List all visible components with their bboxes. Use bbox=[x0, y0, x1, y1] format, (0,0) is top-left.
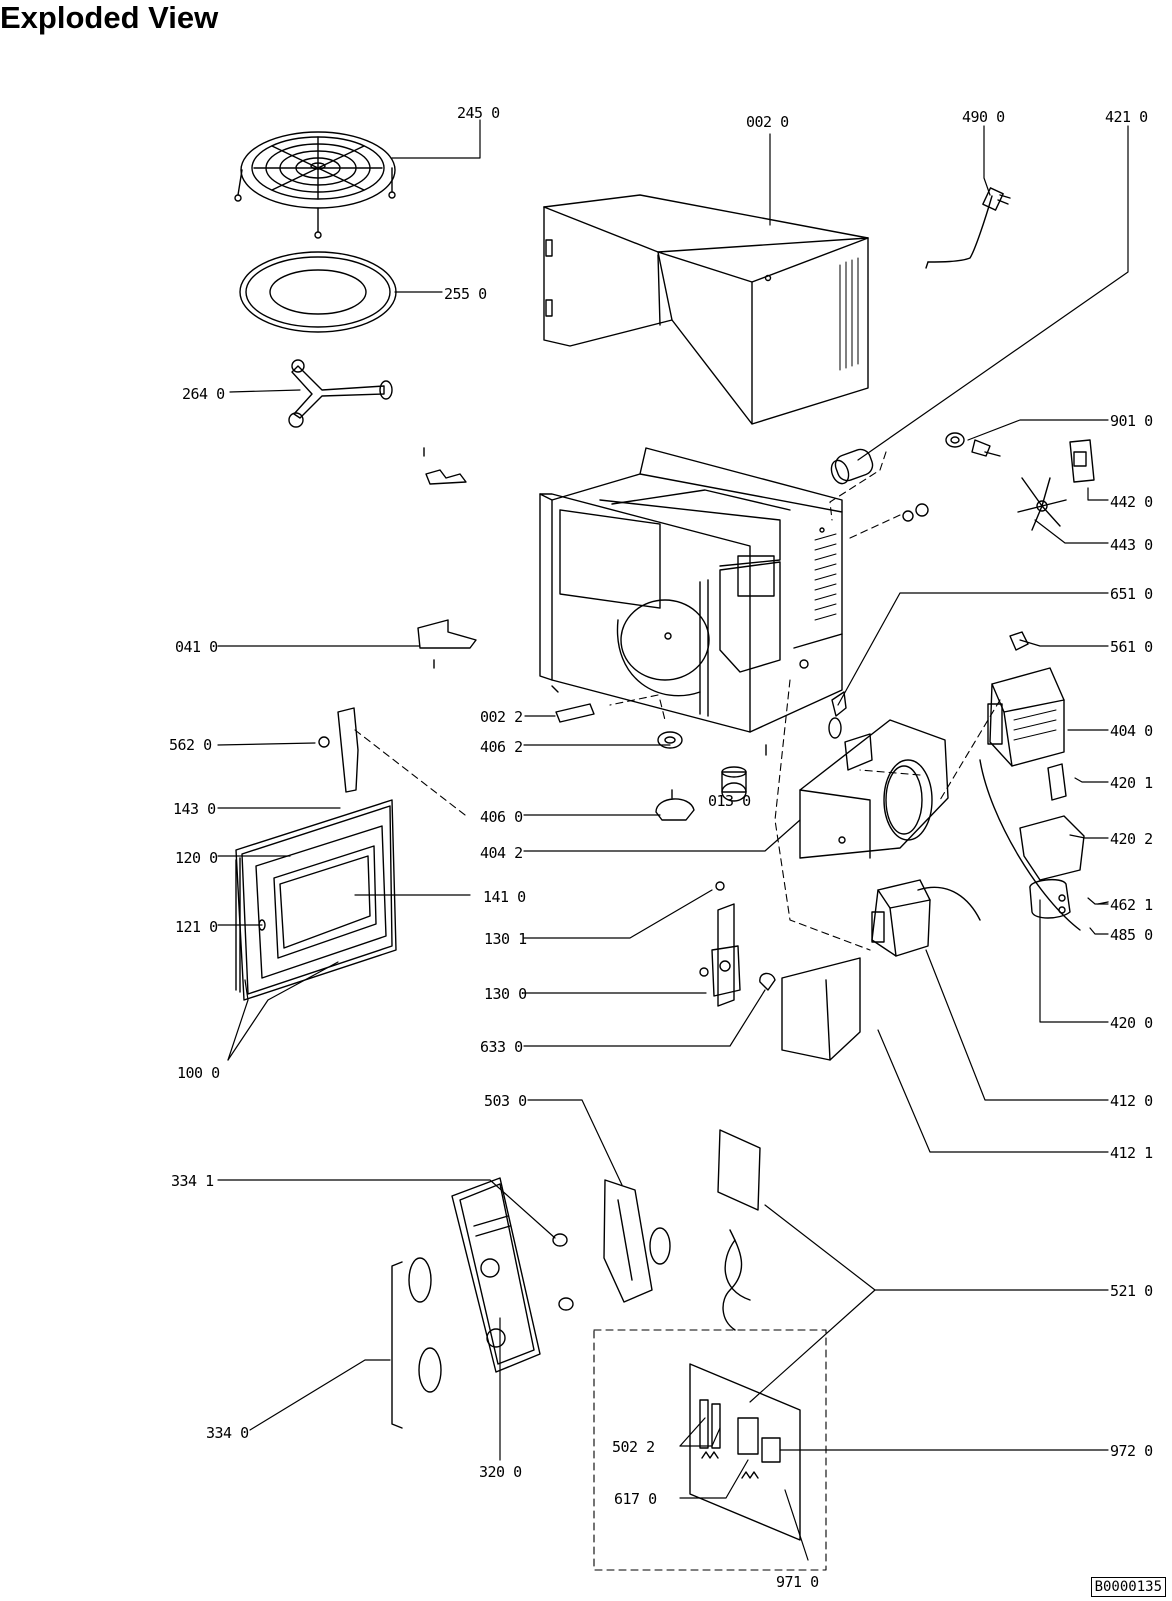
part-label-255-0: 255 0 bbox=[444, 285, 487, 303]
page-title: Exploded View bbox=[0, 0, 219, 35]
part-label-143-0: 143 0 bbox=[173, 800, 216, 818]
part-label-404-2: 404 2 bbox=[480, 844, 523, 862]
part-label-901-0: 901 0 bbox=[1110, 412, 1153, 430]
outer-casing bbox=[543, 194, 869, 425]
part-label-406-2: 406 2 bbox=[480, 738, 523, 756]
magnetron bbox=[979, 667, 1109, 931]
oven-chassis bbox=[539, 447, 843, 733]
part-label-002-0: 002 0 bbox=[746, 113, 789, 131]
part-label-334-0: 334 0 bbox=[206, 1424, 249, 1442]
part-label-485-0: 485 0 bbox=[1110, 926, 1153, 944]
part-label-490-0: 490 0 bbox=[962, 108, 1005, 126]
part-label-002-2: 002 2 bbox=[480, 708, 523, 726]
part-label-633-0: 633 0 bbox=[480, 1038, 523, 1056]
part-label-562-0: 562 0 bbox=[169, 736, 212, 754]
small-brackets bbox=[417, 447, 1029, 739]
part-label-420-0: 420 0 bbox=[1110, 1014, 1153, 1032]
drawing-code: B0000135 bbox=[1090, 1577, 1166, 1597]
roller-support bbox=[288, 359, 393, 428]
part-label-404-0: 404 0 bbox=[1110, 722, 1153, 740]
part-label-041-0: 041 0 bbox=[175, 638, 218, 656]
part-label-130-0: 130 0 bbox=[484, 985, 527, 1003]
part-label-245-0: 245 0 bbox=[457, 104, 500, 122]
part-label-420-1: 420 1 bbox=[1110, 774, 1153, 792]
power-cord bbox=[925, 187, 1011, 269]
part-label-120-0: 120 0 bbox=[175, 849, 218, 867]
door-assembly bbox=[235, 707, 397, 1001]
assembly-dash-lines bbox=[354, 451, 1001, 1571]
grill-rack bbox=[234, 131, 396, 239]
part-label-412-0: 412 0 bbox=[1110, 1092, 1153, 1110]
part-label-521-0: 521 0 bbox=[1110, 1282, 1153, 1300]
waveguide bbox=[799, 719, 949, 859]
part-label-320-0: 320 0 bbox=[479, 1463, 522, 1481]
part-label-971-0: 971 0 bbox=[776, 1573, 819, 1591]
part-label-503-0: 503 0 bbox=[484, 1092, 527, 1110]
part-label-013-0: 013 0 bbox=[708, 792, 751, 810]
part-label-264-0: 264 0 bbox=[182, 385, 225, 403]
part-label-334-1: 334 1 bbox=[171, 1172, 214, 1190]
part-label-100-0: 100 0 bbox=[177, 1064, 220, 1082]
part-label-651-0: 651 0 bbox=[1110, 585, 1153, 603]
fan-assembly bbox=[902, 432, 1095, 531]
part-label-443-0: 443 0 bbox=[1110, 536, 1153, 554]
part-label-412-1: 412 1 bbox=[1110, 1144, 1153, 1162]
part-label-421-0: 421 0 bbox=[1105, 108, 1148, 126]
hv-capacitor bbox=[830, 448, 874, 485]
part-label-617-0: 617 0 bbox=[614, 1490, 657, 1508]
part-label-462-1: 462 1 bbox=[1110, 896, 1153, 914]
hv-transformer bbox=[781, 879, 981, 1061]
part-label-502-2: 502 2 bbox=[612, 1438, 655, 1456]
part-label-420-2: 420 2 bbox=[1110, 830, 1153, 848]
part-label-561-0: 561 0 bbox=[1110, 638, 1153, 656]
leader-lines bbox=[217, 119, 1129, 1561]
part-label-972-0: 972 0 bbox=[1110, 1442, 1153, 1460]
glass-turntable bbox=[239, 251, 397, 333]
part-label-121-0: 121 0 bbox=[175, 918, 218, 936]
control-board bbox=[689, 1129, 801, 1541]
part-label-130-1: 130 1 bbox=[484, 930, 527, 948]
part-label-141-0: 141 0 bbox=[483, 888, 526, 906]
part-label-442-0: 442 0 bbox=[1110, 493, 1153, 511]
door-interlock bbox=[699, 881, 776, 1007]
part-label-406-0: 406 0 bbox=[480, 808, 523, 826]
control-panel bbox=[391, 1177, 574, 1429]
motor-parts bbox=[551, 685, 767, 821]
timer-bracket bbox=[603, 1179, 671, 1303]
